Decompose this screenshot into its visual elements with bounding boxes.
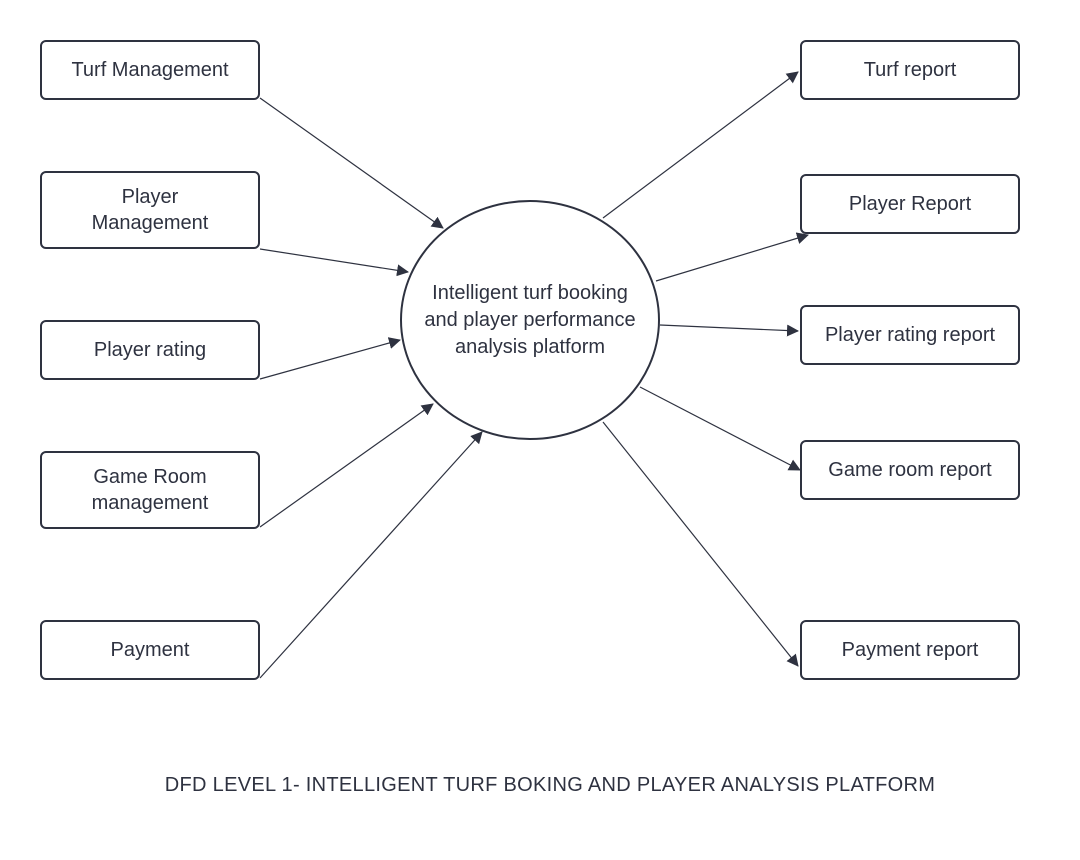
input-entity-game-room-management: Game Room management <box>40 451 260 529</box>
arrow-payment-to-process <box>259 431 483 679</box>
output-entity-player-rating-report: Player rating report <box>800 305 1020 365</box>
arrow-player-management-to-process <box>259 248 409 277</box>
input-entity-player-management: Player Management <box>40 171 260 249</box>
arrow-process-to-turf-report <box>602 71 799 219</box>
input-entity-turf-management: Turf Management <box>40 40 260 100</box>
arrow-process-to-payment-report <box>602 421 799 667</box>
diagram-caption: DFD LEVEL 1- INTELLIGENT TURF BOKING AND… <box>164 774 936 796</box>
input-entity-payment: Payment <box>40 620 260 680</box>
arrow-process-to-player-report <box>655 232 809 282</box>
central-process-circle: Intelligent turf booking and player perf… <box>400 200 660 440</box>
arrow-process-to-game-room-report <box>639 386 801 471</box>
input-entity-player-rating: Player rating <box>40 320 260 380</box>
output-entity-game-room-report: Game room report <box>800 440 1020 500</box>
arrow-turf-management-to-process <box>259 97 444 229</box>
output-entity-turf-report: Turf report <box>800 40 1020 100</box>
arrow-process-to-player-rating-report <box>659 324 799 337</box>
output-entity-payment-report: Payment report <box>800 620 1020 680</box>
output-entity-player-report: Player Report <box>800 174 1020 234</box>
arrow-player-rating-to-process <box>259 337 401 380</box>
arrow-game-room-management-to-process <box>259 403 434 528</box>
